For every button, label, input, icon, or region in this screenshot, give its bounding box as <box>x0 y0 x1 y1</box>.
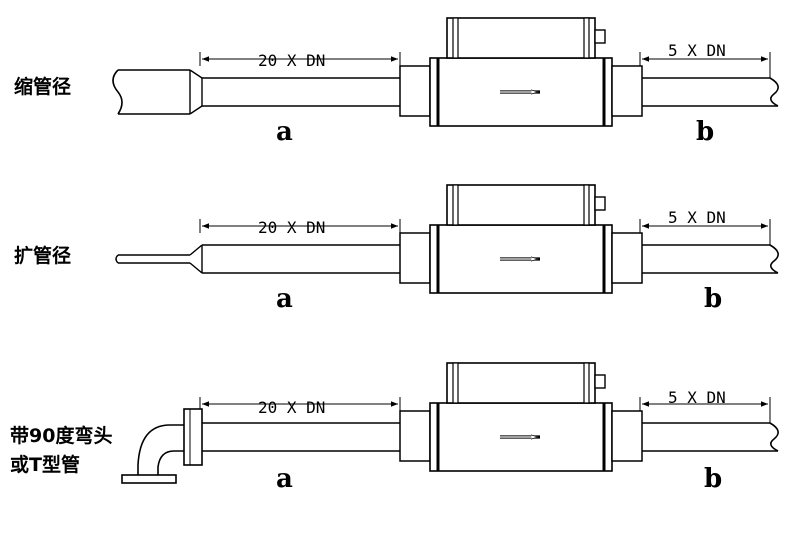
meter-assembly <box>200 185 778 293</box>
segment-a-label: a <box>276 284 293 314</box>
downstream-dimension: 5 X DN <box>668 208 726 227</box>
segment-b-label: b <box>704 284 722 314</box>
row-label: 缩管径 <box>14 75 71 98</box>
upstream-dimension: 20 X DN <box>258 218 325 237</box>
segment-a-label: a <box>276 117 293 147</box>
downstream-dimension: 5 X DN <box>668 388 726 407</box>
segment-a-label: a <box>276 464 293 494</box>
elbow-inlet <box>121 408 203 484</box>
segment-b-label: b <box>696 117 714 147</box>
row-reducer: 缩管径 20 X DN 5 X DN a b <box>14 18 778 147</box>
small-inlet-pipe <box>115 244 203 274</box>
row-label-line-1: 带90度弯头 <box>10 424 112 447</box>
segment-b-label: b <box>704 464 722 494</box>
meter-assembly <box>200 18 778 126</box>
large-inlet-pipe <box>112 69 203 115</box>
row-label: 扩管径 <box>14 244 71 267</box>
upstream-dimension: 20 X DN <box>258 398 325 417</box>
row-expander: 扩管径 20 X DN 5 X DN a b <box>14 185 778 314</box>
row-label-line-2: 或T型管 <box>10 453 80 476</box>
meter-assembly <box>200 363 778 471</box>
row-elbow: 带90度弯头 或T型管 20 X DN 5 X DN a b <box>10 363 778 494</box>
upstream-dimension: 20 X DN <box>258 51 325 70</box>
downstream-dimension: 5 X DN <box>668 41 726 60</box>
